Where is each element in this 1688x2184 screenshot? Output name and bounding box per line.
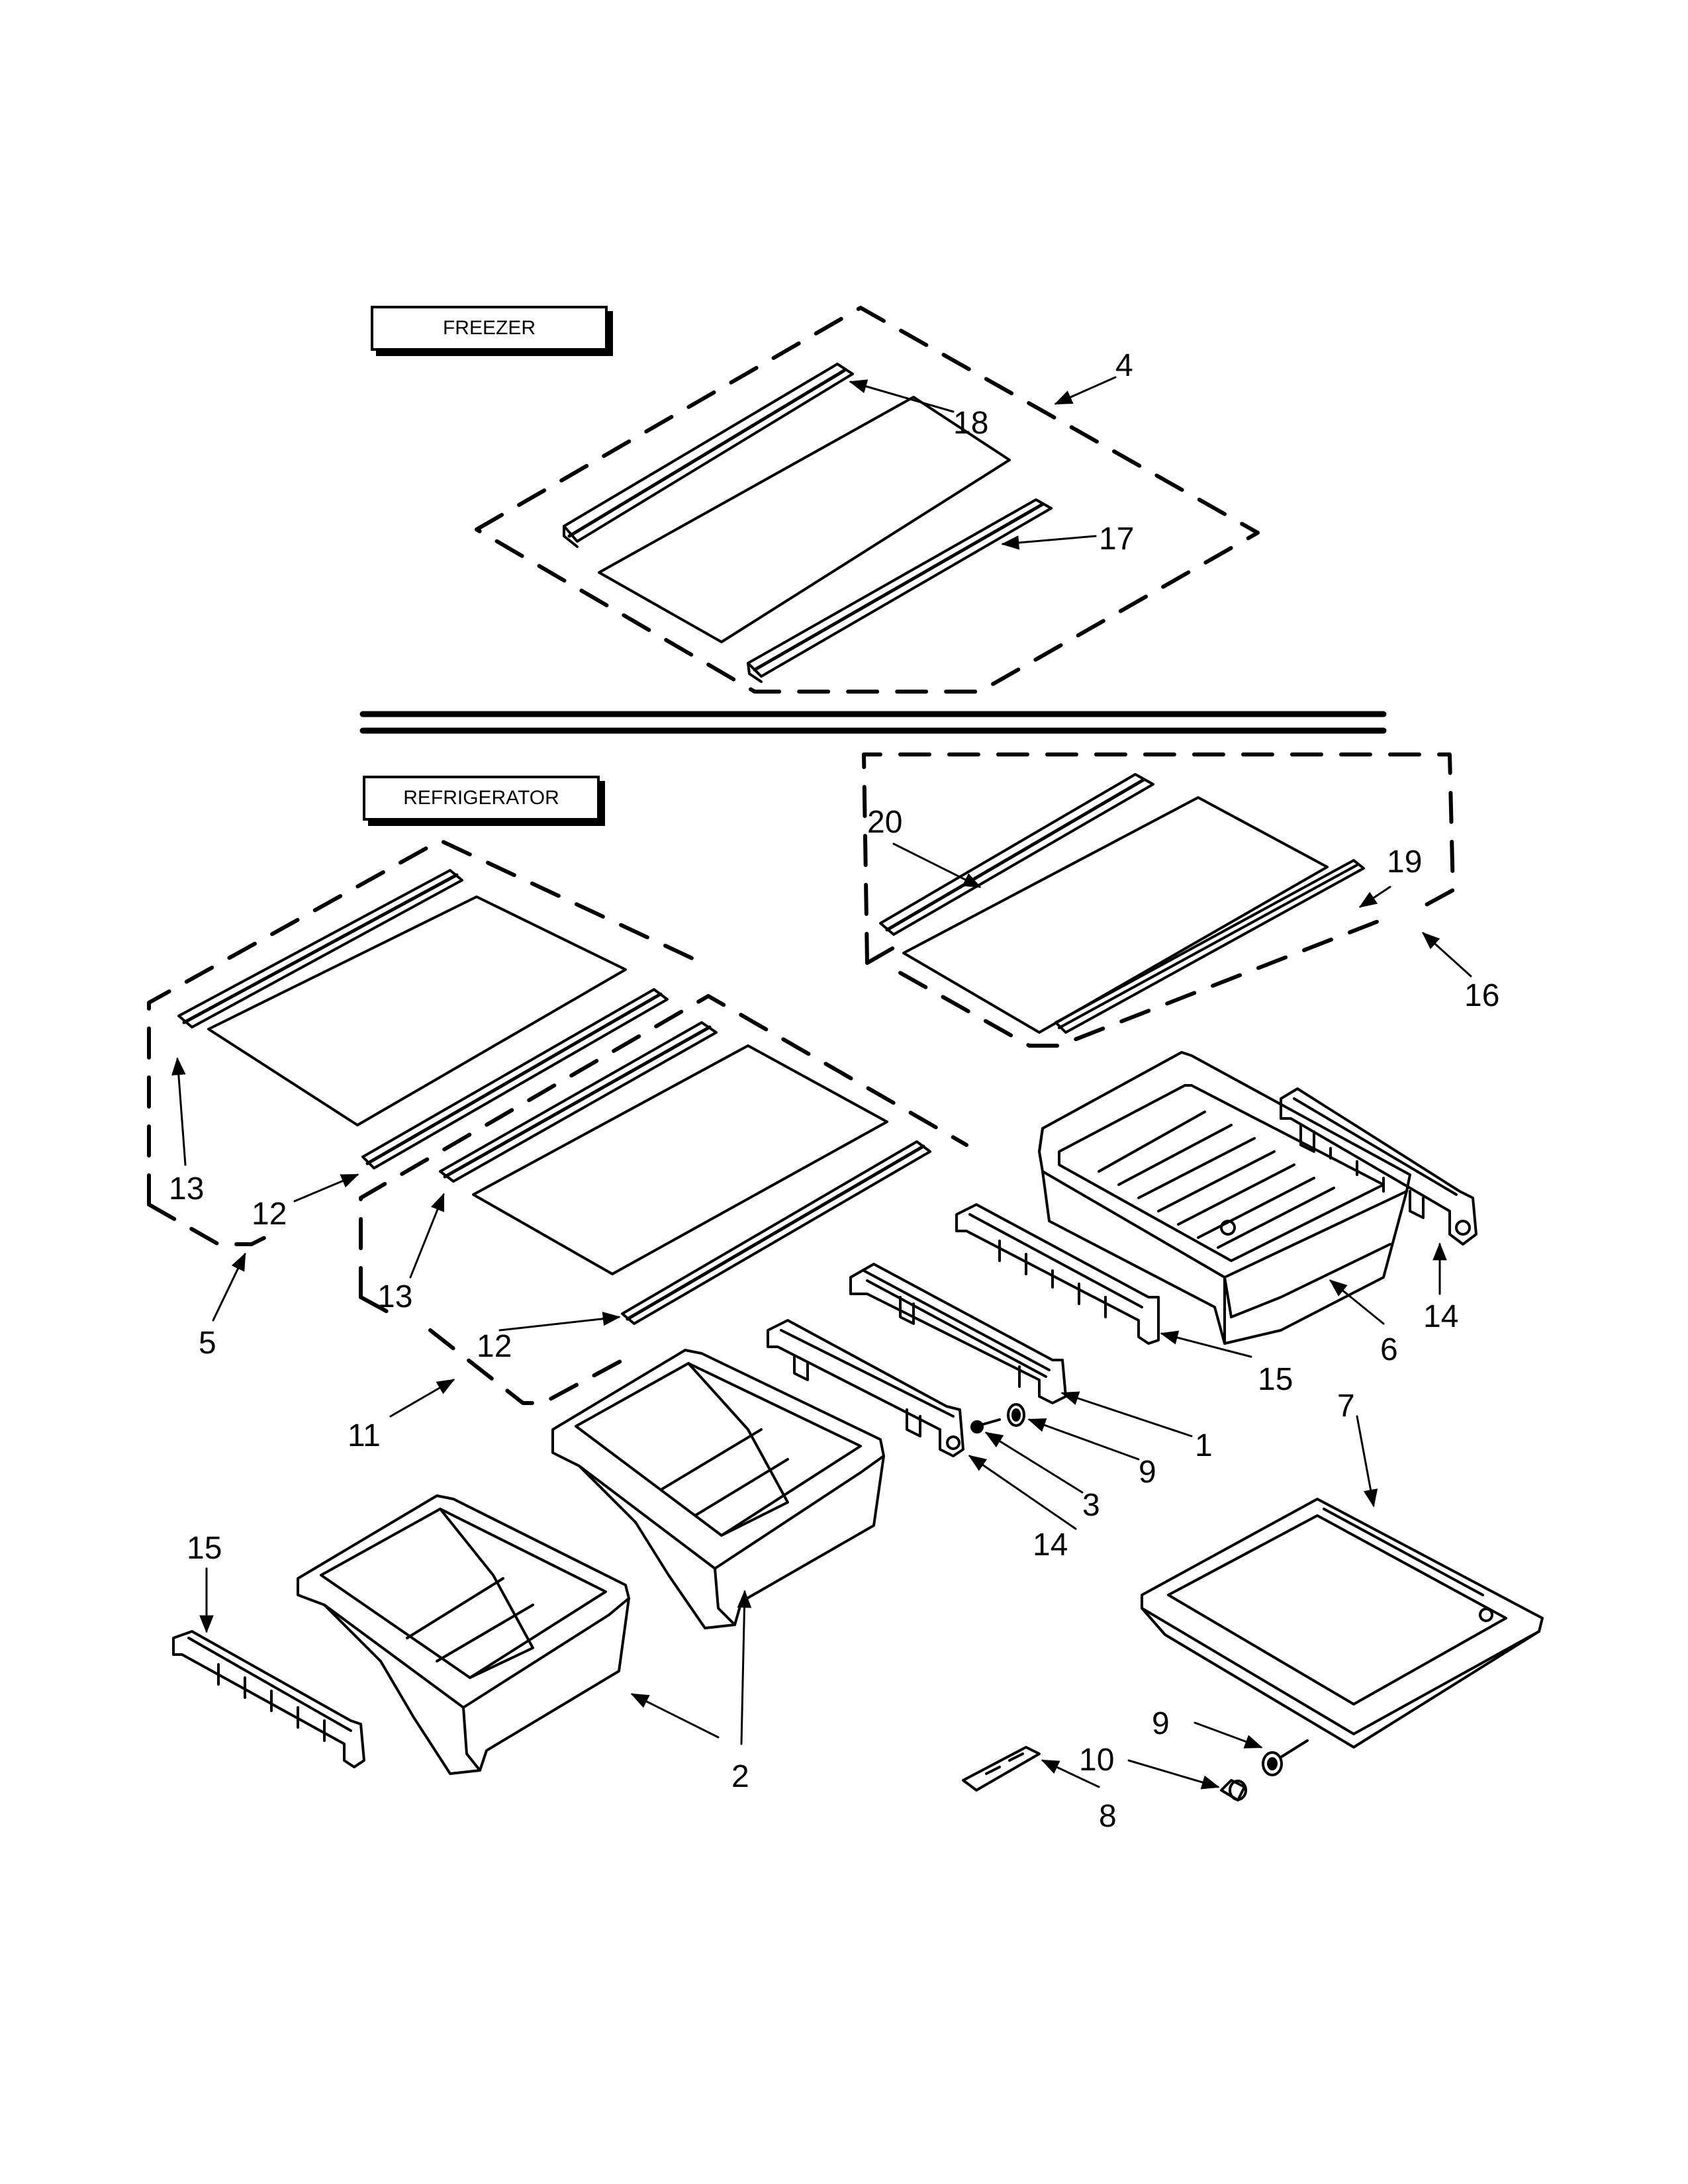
deli-pan — [1038, 1051, 1411, 1345]
callout-11: 11 — [348, 1418, 381, 1453]
crisper-drawer-left — [297, 1494, 630, 1775]
callout-8: 8 — [1099, 1799, 1117, 1834]
section-divider — [359, 711, 1387, 734]
upper-right-glass-shelf — [902, 796, 1329, 1034]
freezer-section-label: FREEZER — [371, 306, 608, 351]
washer-9-upper — [1007, 1403, 1025, 1427]
washer-9-lower — [1262, 1739, 1309, 1776]
freezer-rear-trim — [563, 363, 854, 548]
middle-rear-trim — [439, 1021, 718, 1183]
center-rail-14 — [767, 1319, 964, 1457]
callout-15-center: 15 — [1258, 1362, 1293, 1397]
callout-18: 18 — [953, 406, 988, 441]
refrigerator-section-label: REFRIGERATOR — [363, 776, 600, 821]
callout-1: 1 — [1195, 1428, 1213, 1463]
callout-12-middle: 12 — [477, 1329, 512, 1364]
callout-20: 20 — [867, 805, 902, 840]
middle-front-trim — [621, 1140, 931, 1325]
callout-9-lower: 9 — [1152, 1706, 1170, 1741]
callout-9-upper: 9 — [1139, 1455, 1156, 1490]
freezer-glass-shelf — [598, 396, 1011, 643]
crisper-drawer-right — [551, 1349, 885, 1629]
crisper-cover — [1141, 1498, 1544, 1749]
label-plate-8 — [962, 1746, 1041, 1792]
callout-14-right: 14 — [1423, 1299, 1458, 1334]
callout-5: 5 — [199, 1326, 216, 1361]
screw-3 — [970, 1418, 1001, 1433]
middle-glass-shelf — [472, 1044, 888, 1275]
callout-12-left: 12 — [252, 1197, 287, 1232]
callout-17: 17 — [1099, 522, 1134, 557]
upper-right-shelf-assembly — [862, 752, 1455, 1048]
callout-numbers: 4 18 17 20 19 16 13 12 5 13 12 11 6 14 1… — [169, 348, 1499, 1834]
callout-13-middle: 13 — [377, 1279, 412, 1314]
callout-6: 6 — [1380, 1332, 1398, 1367]
callout-19: 19 — [1387, 844, 1422, 880]
callout-2: 2 — [731, 1759, 749, 1794]
upper-right-front-trim — [1055, 859, 1365, 1034]
callout-14-center: 14 — [1033, 1527, 1068, 1563]
freezer-front-trim — [747, 498, 1053, 683]
right-pan-rail — [1280, 1087, 1477, 1246]
callout-15-left: 15 — [187, 1531, 222, 1566]
left-shelf-assembly — [147, 839, 697, 1246]
callout-4: 4 — [1115, 348, 1133, 383]
cam-10 — [1220, 1779, 1247, 1801]
callout-leaders — [171, 376, 1472, 1790]
center-rail-15 — [955, 1203, 1160, 1345]
left-glass-shelf — [207, 895, 627, 1126]
freezer-shelf-assembly — [475, 306, 1260, 694]
callout-16: 16 — [1464, 978, 1499, 1013]
left-rail-15 — [172, 1630, 365, 1768]
left-rear-trim — [177, 869, 463, 1028]
left-front-trim — [361, 988, 669, 1169]
callout-3: 3 — [1082, 1488, 1100, 1523]
upper-right-rear-trim — [879, 773, 1154, 936]
center-rail-1 — [849, 1263, 1067, 1404]
callout-10: 10 — [1079, 1743, 1114, 1778]
middle-shelf-assembly — [359, 994, 968, 1405]
callout-7: 7 — [1337, 1388, 1355, 1424]
callout-13-left: 13 — [169, 1171, 204, 1206]
